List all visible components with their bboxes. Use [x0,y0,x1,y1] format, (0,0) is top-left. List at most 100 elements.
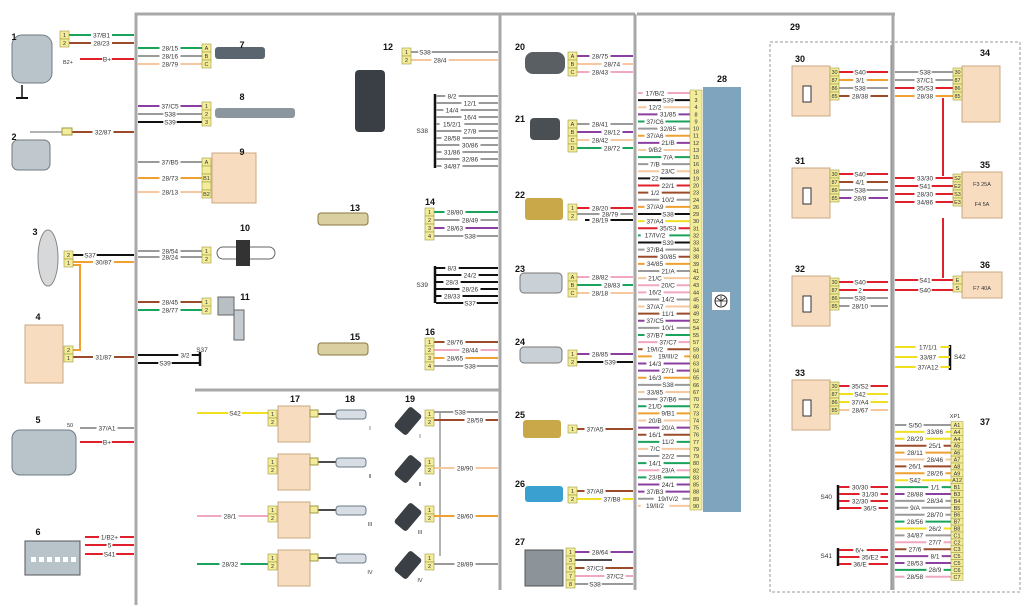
wire-label-bg [589,273,611,281]
ecu-pin-number: 3 [694,98,697,104]
pin-label: A [205,160,209,166]
wire-label: 28/41 [592,121,609,128]
wire-label: 9/A [910,505,920,512]
ecu-pin-number: 74 [693,418,699,424]
pin-label: S2 [954,176,961,182]
wire-label: 7/A [663,154,673,161]
wire-label-bg [650,174,660,182]
wire-label-bg [219,560,241,568]
connector-19: 12 [424,505,435,523]
ecu-pin-number: 32 [693,233,699,239]
ecu-pin-number: 13 [693,148,699,154]
connector-pin [201,165,212,175]
pin-label: 30 [831,280,837,286]
wire-label-bg [589,350,611,358]
wire-label: 28/44 [462,347,479,354]
pin-label: 30 [831,384,837,390]
connector-pin [567,424,578,434]
wire-label-bg [444,208,466,216]
spark-plug-icon [335,457,367,468]
oxygen-sensor-1-icon [317,212,369,226]
cylinder-label: II [418,482,422,488]
wire-label-bg [853,76,867,84]
wire-label-bg [924,456,946,463]
wire-label: 37/A6 [647,133,664,140]
wire-label: 28/88 [907,491,924,498]
wire-label: 16/4 [464,114,477,121]
ecu-28[interactable] [689,87,741,512]
wire-label-bg [601,128,623,136]
wire-label: 5 [108,542,112,549]
connector-pin [829,301,840,311]
ecu-pin-number: 11 [693,134,699,140]
wire-label-bg [924,497,946,505]
wire-label: 28/72 [604,145,621,152]
connector-pin [201,117,212,127]
xp1-pin-number: A4 [954,437,961,443]
wire-label: 27/8 [464,128,477,135]
wire-label: 19/III/2 [658,354,678,361]
connector-pin [267,513,278,523]
throttle-body-icon [524,549,564,587]
wire-label: 28/75 [592,53,609,60]
ecu-pin-number: 12 [693,141,699,147]
ignition-module-icon [277,501,311,539]
wire-label: 37/B3 [647,489,664,496]
xp1-pin-number: A12 [952,478,962,484]
wire-label: S40 [919,287,931,294]
ecu-pin-number: 20 [693,184,699,190]
wire-label: 36/E [853,561,867,568]
pin-label: S [956,286,960,292]
relay-fuse-block-frame [769,41,1021,593]
wire-label-bg [640,231,670,239]
component-number: 15 [350,332,360,342]
wire-label-bg [853,294,867,302]
oxygen-sensor-2-icon [317,342,369,356]
pin-label: 2 [428,348,431,354]
ecu-pin-number: 90 [693,504,699,510]
pin-label: 1 [63,33,66,39]
connector-12: 12 [401,47,412,65]
wire-label: 28/46 [927,457,944,464]
wire-label: 23/C [661,169,675,176]
pin-label: 85 [831,408,837,414]
wire-label-bg [463,299,477,307]
wire-label-bg [453,408,467,416]
pin-label: 2 [67,253,70,259]
wire-label-bg [159,253,181,261]
wire-label-bg [915,363,941,371]
splice-label: S41 [820,553,832,560]
wire-label: 27/6 [909,547,922,554]
pin-label: 1 [571,352,574,358]
connector-pin [829,193,840,203]
splice-label: S39 [416,282,428,289]
wire-label-bg [646,360,664,368]
wire-label-bg [640,502,670,510]
connector-pin [424,417,435,427]
wire-label-bg [461,99,479,107]
xp1-pin-number: C5 [953,554,960,560]
pin-label: 87 [831,288,837,294]
connector-pin [201,181,212,191]
connector-8: 123 [201,101,212,127]
wire-label-bg [96,424,118,432]
wire-label-bg [589,204,611,212]
wire-label-bg [853,186,867,194]
relay-coil-icon [802,187,812,205]
connector-pin [267,465,278,475]
wire-label-bg [914,174,936,182]
wire-label: 23/B [648,475,661,482]
wire-label: 11/1 [662,311,675,318]
wire-label: 28/20 [592,205,609,212]
connector-7: ABC [201,43,212,69]
wire-label: S38 [419,49,431,56]
wire-label-bg [659,167,677,175]
connector-36: ES [952,275,963,293]
wire-label: B+ [103,56,111,63]
wire-label: 28/1 [224,513,237,520]
wire-label: 19/IV/2 [658,496,679,503]
pin-label: 2 [205,112,208,118]
